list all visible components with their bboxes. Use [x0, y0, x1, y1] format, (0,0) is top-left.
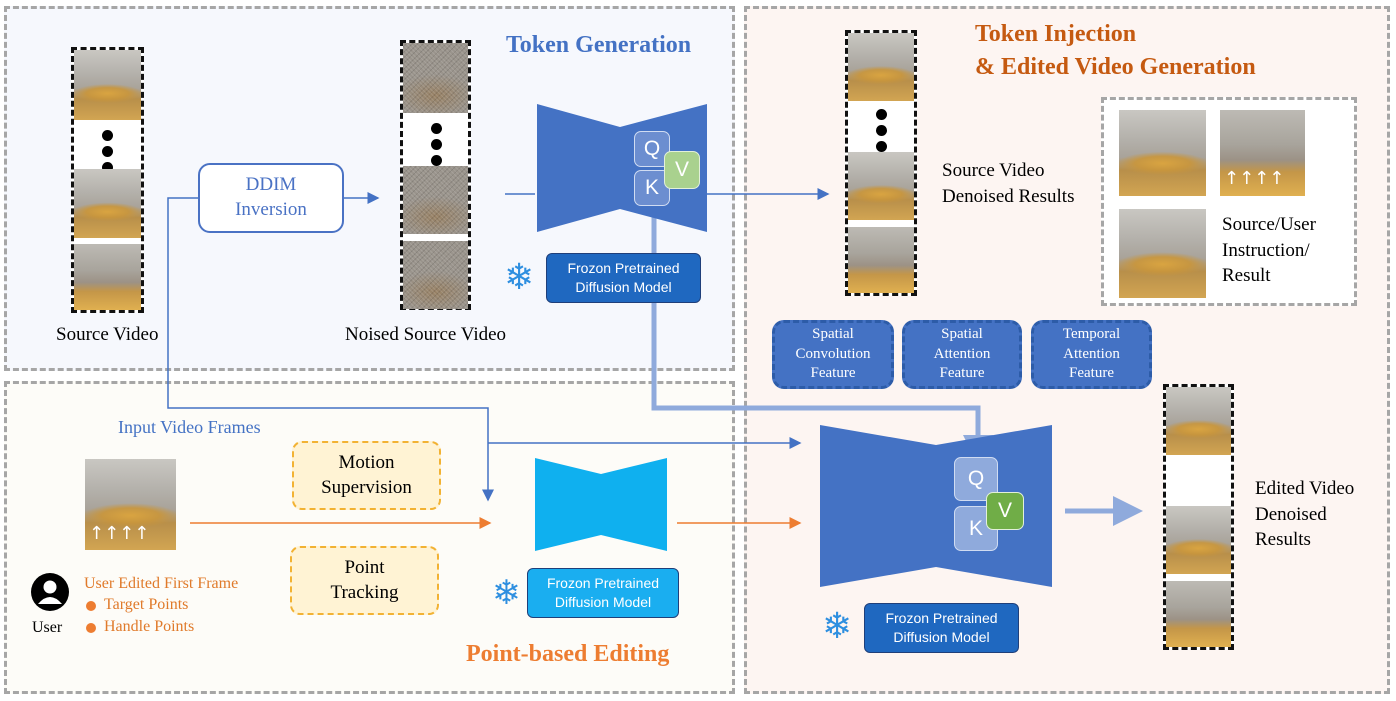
source-video-strip: [71, 47, 144, 313]
video-frame: [74, 169, 141, 238]
title-point-based-editing: Point-based Editing: [466, 641, 670, 667]
edited-video-strip: [1163, 384, 1234, 650]
user-label: User: [32, 619, 63, 636]
source-user-label-2: Instruction/: [1222, 240, 1310, 261]
video-frame: [1166, 581, 1231, 647]
video-frame: [1166, 506, 1231, 574]
video-frame: [74, 244, 141, 310]
target-point-dot: [86, 601, 96, 611]
ddim-line1: DDIM: [245, 174, 297, 196]
noised-frame: [403, 241, 468, 309]
frozen-model-label-bottom: Frozon Pretrained Diffusion Model: [864, 603, 1019, 653]
title-token-injection-1: Token Injection: [975, 21, 1137, 47]
video-frame: [848, 227, 914, 293]
k-block-top: K: [634, 170, 670, 206]
noised-source-video-label: Noised Source Video: [345, 324, 507, 345]
diffusion-model-middle-shape: [535, 458, 667, 551]
input-video-frames-label: Input Video Frames: [118, 417, 261, 437]
source-denoised-strip: [845, 30, 917, 296]
snowflake-icon: ❄: [504, 257, 535, 298]
noised-video-strip: [400, 40, 471, 310]
edited-video-label-2: Denoised: [1255, 504, 1327, 525]
ddim-line2: Inversion: [235, 199, 307, 220]
source-frame-thumb: [1119, 110, 1206, 196]
handle-point-dot: [86, 623, 96, 633]
up-arrows-icon: ↑↑↑↑: [1224, 168, 1285, 189]
ddim-inversion-box: DDIM Inversion: [198, 163, 344, 233]
user-edited-first-frame-label: User Edited First Frame: [84, 575, 239, 592]
frozen-model-label-top: Frozon Pretrained Diffusion Model: [546, 253, 701, 303]
video-frame: [848, 33, 914, 101]
source-denoised-label-2: Denoised Results: [942, 186, 1075, 207]
v-block-top: V: [664, 151, 700, 189]
title-token-generation: Token Generation: [506, 32, 692, 58]
v-block-bottom: V: [986, 492, 1024, 530]
snowflake-icon: ❄: [492, 573, 521, 613]
source-user-label-3: Result: [1222, 265, 1271, 286]
edited-video-label-3: Results: [1255, 529, 1311, 550]
video-frame: [74, 50, 141, 120]
motion-supervision-box: Motion Supervision: [292, 441, 441, 510]
point-tracking-box: Point Tracking: [290, 546, 439, 615]
feature-box-spatial-convolution: Spatial Convolution Feature: [772, 320, 894, 389]
snowflake-icon: ❄: [822, 606, 853, 647]
source-denoised-label-1: Source Video: [942, 160, 1045, 181]
edited-video-label-1: Edited Video: [1255, 478, 1355, 499]
user-instruction-thumb: ↑↑↑↑: [1220, 110, 1305, 196]
source-video-label: Source Video: [56, 324, 159, 345]
source-user-label-1: Source/User: [1222, 214, 1316, 235]
video-frame: [848, 152, 914, 220]
handle-points-label: Handle Points: [104, 618, 195, 635]
q-block-top: Q: [634, 131, 670, 167]
feature-box-spatial-attention: Spatial Attention Feature: [902, 320, 1022, 389]
video-frame: [1166, 387, 1231, 455]
noised-frame: [403, 166, 468, 234]
noised-frame: [403, 43, 468, 113]
feature-box-temporal-attention: Temporal Attention Feature: [1031, 320, 1152, 389]
target-points-label: Target Points: [104, 596, 189, 613]
user-icon: [31, 573, 69, 611]
up-arrows-icon: ↑↑↑↑: [89, 523, 150, 544]
user-edited-first-frame: ↑↑↑↑: [85, 459, 176, 550]
model-line1: Frozon Pretrained: [567, 260, 680, 277]
result-frame-thumb: [1119, 209, 1206, 298]
model-line2: Diffusion Model: [575, 279, 672, 295]
frozen-model-label-middle: Frozon Pretrained Diffusion Model: [527, 568, 679, 618]
title-token-injection-2: & Edited Video Generation: [975, 54, 1256, 80]
